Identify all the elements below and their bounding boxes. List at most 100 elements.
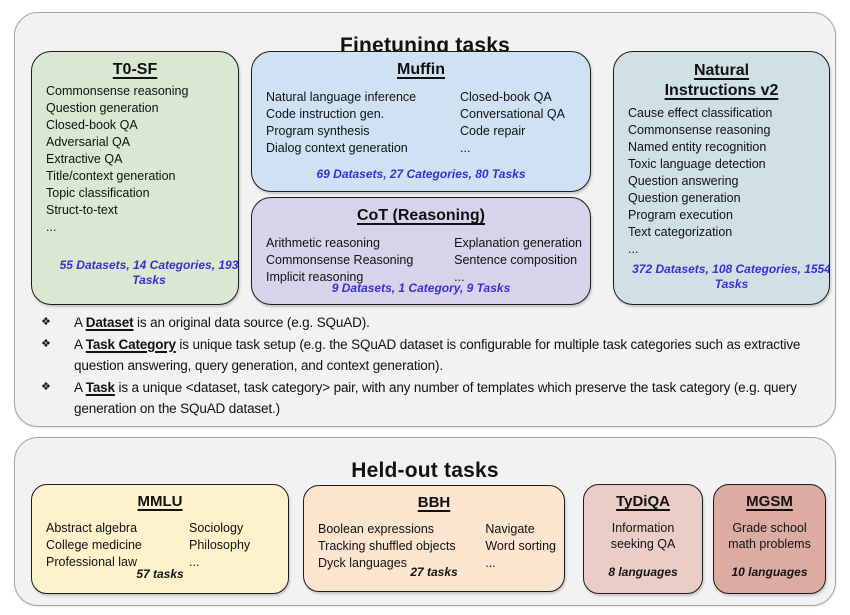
tydiqa-description: Information seeking QA [610, 521, 676, 551]
mmlu-task-list-right: Sociology Philosophy ... [189, 520, 288, 571]
definition-term: Dataset [85, 315, 134, 330]
task-item: Struct-to-text [46, 203, 118, 217]
definition-text: A Dataset is an original data source (e.… [74, 315, 370, 330]
task-item: Program synthesis [266, 124, 370, 138]
bbh-box: BBH Boolean expressions Tracking shuffle… [303, 485, 565, 592]
definitions-list: ❖ A Dataset is an original data source (… [41, 312, 823, 420]
task-item: Extractive QA [46, 152, 123, 166]
task-item: Navigate [485, 522, 535, 536]
task-item: Abstract algebra [46, 521, 138, 535]
definition-task: ❖ A Task is a unique <dataset, task cate… [41, 377, 823, 419]
task-item: Sentence composition [454, 253, 578, 267]
task-item: Text categorization [628, 225, 733, 239]
t0sf-box: T0-SF Commonsense reasoning Question gen… [31, 51, 239, 305]
task-item: Dialog context generation [266, 141, 408, 155]
task-item: Question generation [46, 101, 159, 115]
niv2-task-list: Cause effect classification Commonsense … [614, 105, 829, 258]
t0sf-box-title: T0-SF [112, 61, 158, 78]
definition-term: Task [85, 380, 115, 395]
task-item: Commonsense reasoning [628, 123, 771, 137]
mgsm-box-title: MGSM [746, 493, 793, 510]
mgsm-description: Grade school math problems [728, 521, 811, 551]
heldout-title: Held-out tasks [351, 459, 499, 483]
bbh-task-list-right: Navigate Word sorting ... [485, 521, 564, 572]
cot-task-list-right: Explanation generation Sentence composit… [454, 235, 590, 286]
t0sf-stats: 55 Datasets, 14 Categories, 193 Tasks [59, 258, 239, 287]
task-item: ... [628, 242, 639, 256]
task-item: Word sorting [485, 539, 556, 553]
task-item: Boolean expressions [318, 522, 435, 536]
bbh-box-title: BBH [417, 494, 451, 511]
task-item: Professional law [46, 555, 138, 569]
muffin-box: Muffin Natural language inference Code i… [251, 51, 591, 192]
definition-dataset: ❖ A Dataset is an original data source (… [41, 312, 823, 333]
tydiqa-box-title: TyDiQA [616, 493, 670, 510]
task-item: Commonsense reasoning [46, 84, 189, 98]
tydiqa-box: TyDiQA Information seeking QA 8 language… [583, 484, 703, 594]
tydiqa-stats: 8 languages [608, 565, 678, 579]
task-item: Cause effect classification [628, 106, 773, 120]
definition-term: Task Category [85, 337, 176, 352]
mmlu-columns: Abstract algebra College medicine Profes… [32, 514, 288, 571]
t0sf-task-list: Commonsense reasoning Question generatio… [32, 83, 238, 236]
task-item: Philosophy [189, 538, 251, 552]
task-item: Tracking shuffled objects [318, 539, 456, 553]
cot-task-list-left: Arithmetic reasoning Commonsense Reasoni… [266, 235, 454, 286]
task-item: Program execution [628, 208, 733, 222]
muffin-task-list-left: Natural language inference Code instruct… [266, 89, 460, 157]
cot-stats: 9 Datasets, 1 Category, 9 Tasks [331, 281, 511, 295]
cot-box-title: CoT (Reasoning) [357, 207, 485, 224]
task-item: Closed-book QA [46, 118, 138, 132]
task-item: Natural language inference [266, 90, 417, 104]
task-item: Question answering [628, 174, 739, 188]
task-item: Question generation [628, 191, 741, 205]
muffin-task-list-right: Closed-book QA Conversational QA Code re… [460, 89, 590, 157]
niv2-stats: 372 Datasets, 108 Categories, 1554 Tasks [632, 262, 830, 291]
task-item: ... [46, 220, 57, 234]
task-item: Arithmetic reasoning [266, 236, 380, 250]
task-item: Title/context generation [46, 169, 176, 183]
task-item: Code repair [460, 124, 526, 138]
task-item: Explanation generation [454, 236, 582, 250]
muffin-stats: 69 Datasets, 27 Categories, 80 Tasks [316, 167, 526, 181]
task-item: ... [454, 270, 465, 284]
mmlu-box: MMLU Abstract algebra College medicine P… [31, 484, 289, 594]
task-item: Commonsense Reasoning [266, 253, 414, 267]
mmlu-box-title: MMLU [137, 493, 183, 510]
task-item: Named entity recognition [628, 140, 767, 154]
definition-text: A Task is a unique <dataset, task catego… [74, 380, 797, 416]
task-item: College medicine [46, 538, 142, 552]
definition-task-category: ❖ A Task Category is unique task setup (… [41, 334, 823, 376]
finetuning-panel: Finetuning tasks T0-SF Commonsense reaso… [14, 12, 836, 427]
cot-box: CoT (Reasoning) Arithmetic reasoning Com… [251, 197, 591, 305]
muffin-box-title: Muffin [397, 61, 445, 78]
task-item: Dyck languages [318, 556, 407, 570]
task-item: Code instruction gen. [266, 107, 385, 121]
task-item: Implicit reasoning [266, 270, 364, 284]
bbh-stats: 27 tasks [410, 565, 458, 579]
heldout-panel: Held-out tasks MMLU Abstract algebra Col… [14, 437, 836, 606]
task-item: ... [189, 555, 200, 569]
task-item: ... [460, 141, 471, 155]
task-item: Conversational QA [460, 107, 565, 121]
task-item: ... [485, 556, 496, 570]
diamond-bullet-icon: ❖ [41, 338, 51, 350]
natural-instructions-v2-box: Natural Instructions v2 Cause effect cla… [613, 51, 830, 305]
task-item: Toxic language detection [628, 157, 766, 171]
diamond-bullet-icon: ❖ [41, 381, 51, 393]
bbh-task-list-left: Boolean expressions Tracking shuffled ob… [318, 521, 485, 572]
bbh-columns: Boolean expressions Tracking shuffled ob… [304, 515, 564, 572]
niv2-box-title: Natural Instructions v2 [664, 62, 779, 99]
task-item: Closed-book QA [460, 90, 552, 104]
mgsm-stats: 10 languages [731, 565, 808, 579]
diamond-bullet-icon: ❖ [41, 316, 51, 328]
task-item: Topic classification [46, 186, 150, 200]
task-item: Adversarial QA [46, 135, 131, 149]
mmlu-task-list-left: Abstract algebra College medicine Profes… [46, 520, 189, 571]
task-item: Sociology [189, 521, 244, 535]
definition-text: A Task Category is unique task setup (e.… [74, 337, 801, 373]
mmlu-stats: 57 tasks [136, 567, 184, 581]
muffin-columns: Natural language inference Code instruct… [252, 83, 590, 157]
cot-columns: Arithmetic reasoning Commonsense Reasoni… [252, 229, 590, 286]
mgsm-box: MGSM Grade school math problems 10 langu… [713, 484, 826, 594]
